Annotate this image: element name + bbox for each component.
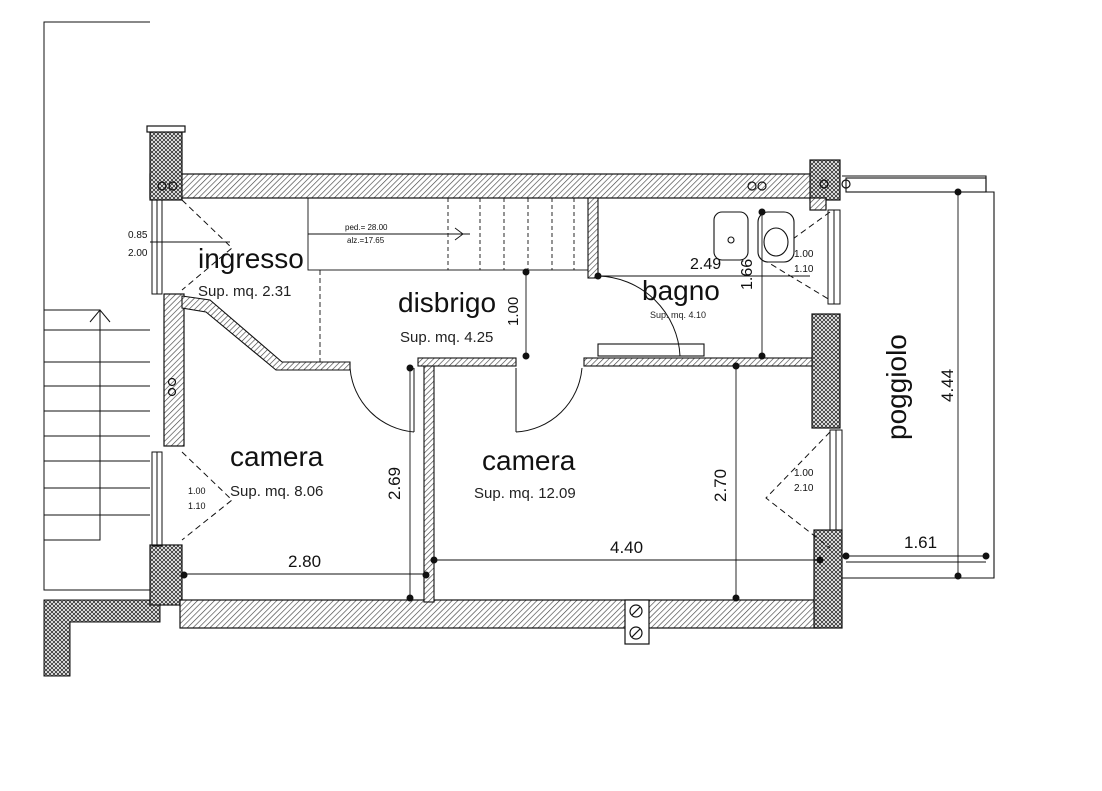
dim-camera-left-depth: 2.69 [385,467,404,500]
window-width-camera-left: 1.00 [188,486,206,496]
toilet-icon [757,211,795,263]
window-height-camera-left: 1.10 [188,501,206,511]
room-name-camera-left: camera [230,441,324,472]
room-name-bagno: bagno [642,275,720,306]
room-name-poggiolo: poggiolo [881,334,912,440]
stair-riser: alz.=17.65 [347,236,385,245]
window-width-ingresso: 0.85 [128,230,148,241]
dim-camera-left-width: 2.80 [288,552,321,571]
foundation-wall [43,599,161,677]
stair-tread: ped.= 28.00 [345,223,388,232]
room-area-camera-right: Sup. mq. 12.09 [474,485,576,502]
external-stairs [44,309,150,541]
internal-stairs [307,197,589,362]
room-name-ingresso: ingresso [198,243,304,274]
window-height-ingresso: 2.00 [128,248,148,259]
bathroom-fixtures [597,211,795,357]
room-area-disbrigo: Sup. mq. 4.25 [400,329,493,346]
dim-disbrigo-depth: 1.00 [505,297,522,326]
door-height-camera-right: 2.10 [794,483,814,494]
dim-poggiolo-length: 4.44 [938,369,957,402]
sink-icon [597,343,705,357]
window-frames [151,199,843,547]
dim-camera-right-depth: 2.70 [711,469,730,502]
room-area-bagno: Sup. mq. 4.10 [650,310,706,320]
exterior-walls [146,125,843,629]
room-area-camera-left: Sup. mq. 8.06 [230,483,323,500]
balcony-outline [842,175,995,579]
room-name-camera-right: camera [482,445,576,476]
dim-poggiolo-depth: 1.61 [904,533,937,552]
window-height-bagno: 1.10 [794,264,814,275]
dim-bagno-depth: 1.66 [739,259,756,290]
room-area-ingresso: Sup. mq. 2.31 [198,283,291,300]
dimension-lines [150,192,986,598]
room-name-disbrigo: disbrigo [398,287,496,318]
dim-bagno-width: 2.49 [690,256,721,273]
drain-box [624,599,650,645]
window-width-bagno: 1.00 [794,249,814,260]
neighbour-outline [43,21,150,591]
bidet-icon [713,211,749,261]
dim-camera-right-width: 4.40 [610,538,643,557]
door-width-camera-right: 1.00 [794,468,814,479]
